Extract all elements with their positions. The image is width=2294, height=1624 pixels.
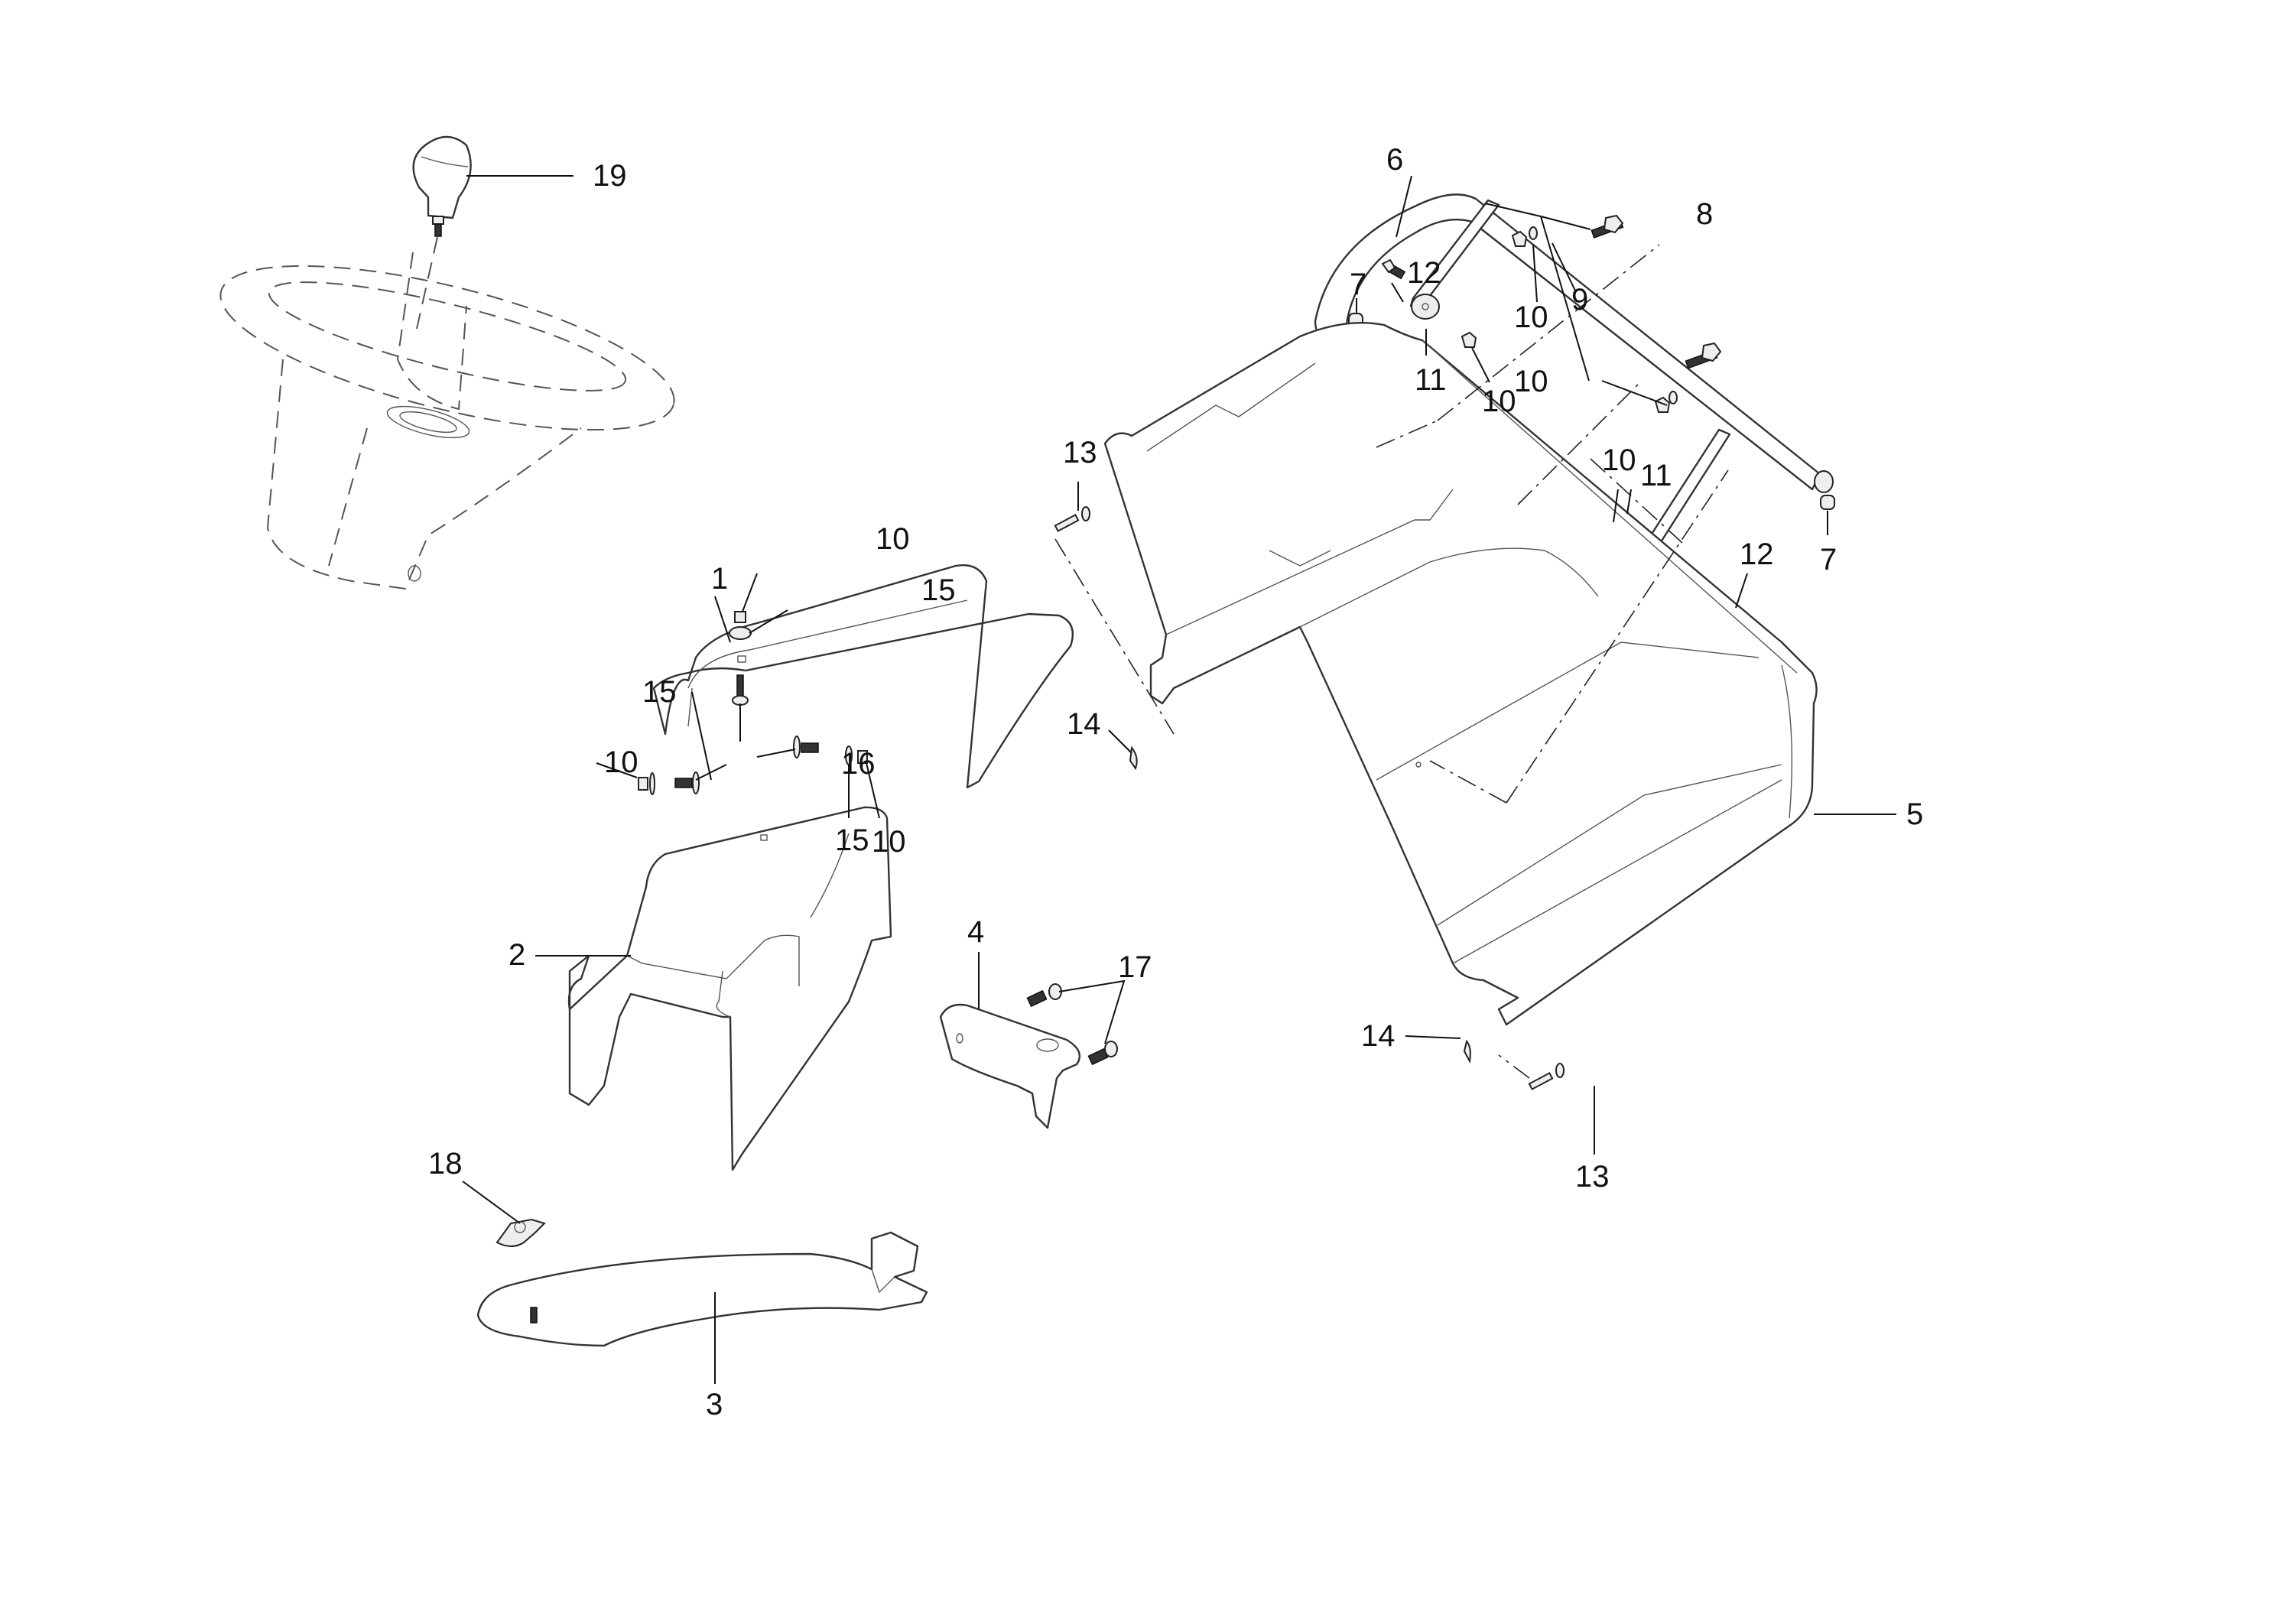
callout-15: 15 <box>642 675 677 709</box>
assembly-center-lines <box>1054 244 1729 1079</box>
column-cover <box>567 806 892 1171</box>
callout-10: 10 <box>1514 300 1548 334</box>
lower-plate <box>476 1231 928 1347</box>
callout-4: 4 <box>967 915 984 949</box>
callout-12: 12 <box>1740 538 1774 571</box>
grass-bag-cover <box>1103 321 1818 1026</box>
callout-3: 3 <box>706 1388 723 1421</box>
leader-lines <box>462 175 1896 1384</box>
callout-9: 9 <box>1571 283 1588 317</box>
callout-1: 1 <box>711 562 728 596</box>
pins-and-clips <box>1054 506 1565 1090</box>
callout-labels: 19 6 8 12 7 11 10 10 9 10 10 11 7 12 13 … <box>428 143 1923 1421</box>
callout-14: 14 <box>1361 1019 1396 1053</box>
callout-17: 17 <box>1118 950 1152 984</box>
callout-10: 10 <box>1514 365 1548 398</box>
steering-wheel-phantom <box>219 236 675 590</box>
callout-7: 7 <box>1350 268 1366 301</box>
callout-7: 7 <box>1820 543 1837 577</box>
callout-5: 5 <box>1906 797 1923 831</box>
callout-10: 10 <box>876 522 910 556</box>
callout-11: 11 <box>1640 459 1672 492</box>
callout-12: 12 <box>1407 256 1441 290</box>
nut-top <box>734 611 746 623</box>
callout-14: 14 <box>1067 707 1101 741</box>
callout-11: 11 <box>1415 363 1447 397</box>
callout-16: 16 <box>841 747 876 781</box>
washer-top <box>729 626 752 640</box>
callout-10: 10 <box>1482 385 1516 418</box>
callout-13: 13 <box>1575 1160 1610 1194</box>
callout-15: 15 <box>835 823 869 857</box>
callout-10: 10 <box>1602 443 1636 477</box>
callout-8: 8 <box>1696 197 1713 231</box>
callout-10: 10 <box>604 745 638 779</box>
callout-10: 10 <box>872 825 906 859</box>
nut-right <box>857 750 868 764</box>
callout-2: 2 <box>509 938 525 972</box>
callout-15: 15 <box>921 573 956 607</box>
callout-18: 18 <box>428 1147 463 1181</box>
upper-bracket <box>652 564 1074 789</box>
wing-knob <box>496 1218 546 1247</box>
callout-13: 13 <box>1063 436 1097 469</box>
gear-shift-knob <box>412 135 472 237</box>
mounting-bracket <box>939 1003 1080 1129</box>
nut-left <box>638 777 648 791</box>
callout-19: 19 <box>593 159 627 193</box>
callout-6: 6 <box>1386 143 1403 177</box>
